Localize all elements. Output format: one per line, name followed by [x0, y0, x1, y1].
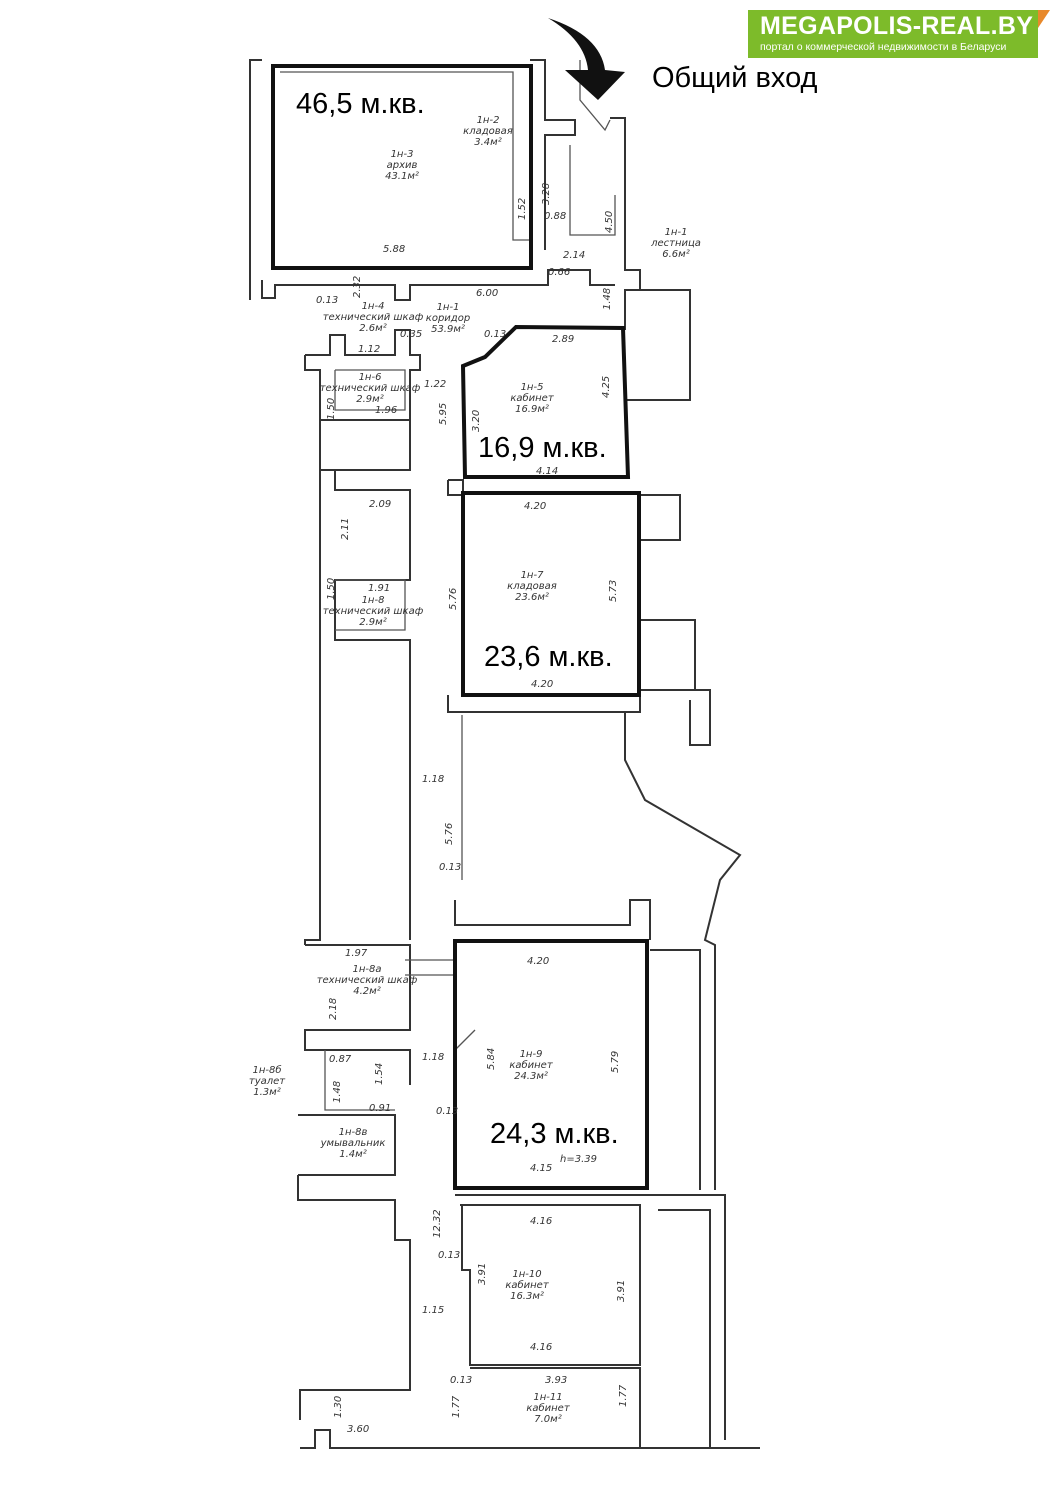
- dimension-label: 2.14: [563, 250, 585, 261]
- dimension-label: 4.16: [530, 1342, 552, 1353]
- entrance-label: Общий вход: [652, 62, 818, 94]
- dimension-label: 4.25: [601, 376, 612, 398]
- dimension-label: 4.14: [536, 466, 558, 477]
- dimension-label: 1.48: [602, 288, 613, 310]
- dimension-label: 0.35: [400, 329, 422, 340]
- area-label-1n-3: 46,5 м.кв.: [296, 88, 425, 120]
- logo-fold-icon: [1038, 10, 1050, 28]
- dimension-label: 1.54: [374, 1063, 385, 1085]
- dimension-label: 0.87: [329, 1054, 352, 1065]
- dimension-label: 3.28: [541, 183, 552, 205]
- walls: [249, 59, 760, 1449]
- dimension-label: 0.88: [544, 211, 566, 222]
- dimension-label: 0.13: [316, 295, 338, 306]
- dimension-label: 6.00: [476, 288, 498, 299]
- dimension-label: 3.20: [471, 410, 482, 432]
- brand-logo[interactable]: MEGAPOLIS-REAL.BY портал о коммерческой …: [748, 10, 1050, 58]
- dimension-label: 0.13: [439, 862, 461, 873]
- area-label-1n-9: 24,3 м.кв.: [490, 1118, 619, 1150]
- dimension-label: 0.13: [438, 1250, 460, 1261]
- dimension-label: 1.15: [422, 1305, 444, 1316]
- room-highlight-1n-9[interactable]: [453, 939, 649, 1190]
- dimension-label: 1.50: [326, 398, 337, 420]
- highlighted-rooms: [271, 64, 649, 1190]
- area-label-1n-5: 16,9 м.кв.: [478, 432, 607, 464]
- dimension-label: 3.91: [616, 1280, 627, 1302]
- dimension-label: 1.77: [451, 1395, 462, 1418]
- dimension-label: 5.88: [383, 244, 405, 255]
- dimension-label: 4.15: [530, 1163, 552, 1174]
- entrance-arrow-icon: [548, 18, 625, 100]
- dimension-label: 4.20: [527, 956, 549, 967]
- dimension-label: 0.13: [436, 1106, 458, 1117]
- brand-subtitle: портал о коммерческой недвижимости в Бел…: [760, 41, 1007, 53]
- dimension-label: 2.89: [552, 334, 574, 345]
- brand-title: MEGAPOLIS-REAL.BY: [760, 12, 1034, 40]
- dimension-label: 3.91: [477, 1263, 488, 1285]
- dimension-label: 5.76: [448, 588, 459, 610]
- dimension-label: 2.18: [328, 998, 339, 1020]
- dimension-label: 1.52: [517, 198, 528, 220]
- dimension-label: 1.77: [618, 1384, 629, 1407]
- dimension-label: 0.66: [548, 267, 570, 278]
- dimension-label: 4.20: [531, 679, 553, 690]
- dimension-labels: 6.00 2.14 0.66 0.88 3.28 1.52 5.88 4.50 1.48 0.13…: [316, 183, 629, 1435]
- dimension-label: 5.73: [608, 580, 619, 602]
- dimension-label: 2.09: [369, 499, 391, 510]
- dimension-label: 1.48: [332, 1081, 343, 1103]
- dimension-label: 3.60: [347, 1424, 369, 1435]
- room-highlight-1n-7[interactable]: [461, 491, 641, 697]
- area-labels: 46,5 м.кв. 16,9 м.кв. 23,6 м.кв. 24,3 м.…: [296, 88, 619, 1150]
- dimension-label: 0.91: [369, 1103, 391, 1114]
- room-highlight-1n-5[interactable]: [460, 324, 631, 479]
- dimension-label: 1.18: [422, 774, 444, 785]
- dimension-label: 1.50: [326, 578, 337, 600]
- dimension-label: 1.91: [368, 583, 390, 594]
- dimension-label: 12.32: [432, 1209, 443, 1238]
- dimension-label: 4.50: [604, 211, 615, 233]
- dimension-label: 4.20: [524, 501, 546, 512]
- dimension-label: 5.95: [438, 403, 449, 425]
- dimension-label: 0.13: [450, 1375, 472, 1386]
- dimension-label: 1.30: [333, 1396, 344, 1418]
- dimension-label: 1.12: [358, 344, 380, 355]
- room-highlight-1n-3[interactable]: [271, 64, 533, 270]
- dimension-label: 5.84: [486, 1048, 497, 1070]
- dimension-label: h=3.39: [560, 1154, 597, 1165]
- dimension-label: 5.79: [610, 1051, 621, 1073]
- dimension-label: 1.22: [424, 379, 446, 390]
- dimension-label: 3.93: [545, 1375, 567, 1386]
- dimension-label: 2.32: [352, 276, 363, 298]
- dimension-label: 0.13: [484, 329, 506, 340]
- dimension-label: 2.11: [340, 518, 351, 540]
- dimension-label: 5.76: [444, 823, 455, 845]
- dimension-label: 1.96: [375, 405, 397, 416]
- dimension-label: 1.97: [345, 948, 368, 959]
- dimension-label: 4.16: [530, 1216, 552, 1227]
- area-label-1n-7: 23,6 м.кв.: [484, 641, 613, 673]
- dimension-label: 1.18: [422, 1052, 444, 1063]
